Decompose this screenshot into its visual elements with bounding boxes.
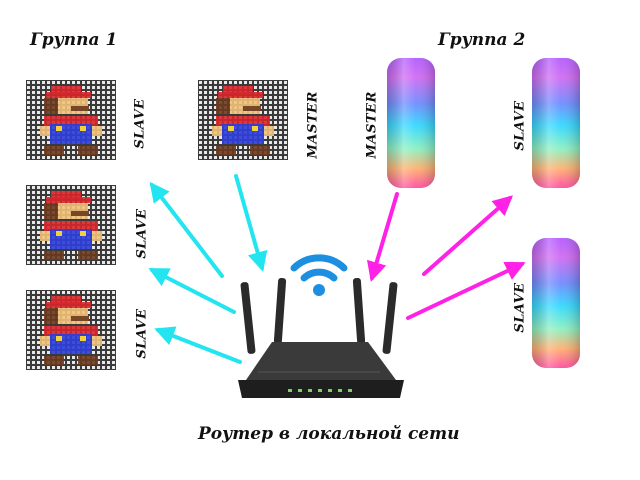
role-label-lamp-slave-2: SLAVE xyxy=(512,282,528,333)
arrow-router-to-slave-3 xyxy=(154,326,242,364)
role-label-master-lamp: MASTER xyxy=(364,91,380,159)
role-label-slave-2: SLAVE xyxy=(134,208,150,259)
router-caption: Роутер в локальной сети xyxy=(198,424,460,444)
arrow-router-to-lamp-1 xyxy=(422,195,513,276)
group1-arrows xyxy=(148,174,268,364)
pixel-panel-slave-3 xyxy=(26,290,116,370)
pixel-panel-slave-1 xyxy=(26,80,116,160)
lamp-master xyxy=(387,58,435,188)
role-label-slave-1: SLAVE xyxy=(132,98,148,149)
arrow-master-to-router xyxy=(234,174,268,272)
pixel-panel-master xyxy=(198,80,288,160)
role-label-lamp-slave-1: SLAVE xyxy=(512,100,528,151)
arrow-router-to-slave-1 xyxy=(149,181,224,278)
arrow-router-to-slave-2 xyxy=(148,268,236,314)
router-icon xyxy=(238,278,404,398)
lamp-slave-1 xyxy=(532,58,580,188)
group2-title: Группа 2 xyxy=(438,30,526,50)
lamp-slave-2 xyxy=(532,238,580,368)
group1-title: Группа 1 xyxy=(30,30,118,50)
group2-arrows xyxy=(366,192,526,320)
wifi-icon xyxy=(290,254,348,296)
arrow-router-to-lamp-2 xyxy=(406,261,526,320)
pixel-panel-slave-2 xyxy=(26,185,116,265)
arrow-master-lamp-to-router xyxy=(366,192,399,282)
role-label-slave-3: SLAVE xyxy=(134,308,150,359)
role-label-master-panel: MASTER xyxy=(305,91,321,159)
